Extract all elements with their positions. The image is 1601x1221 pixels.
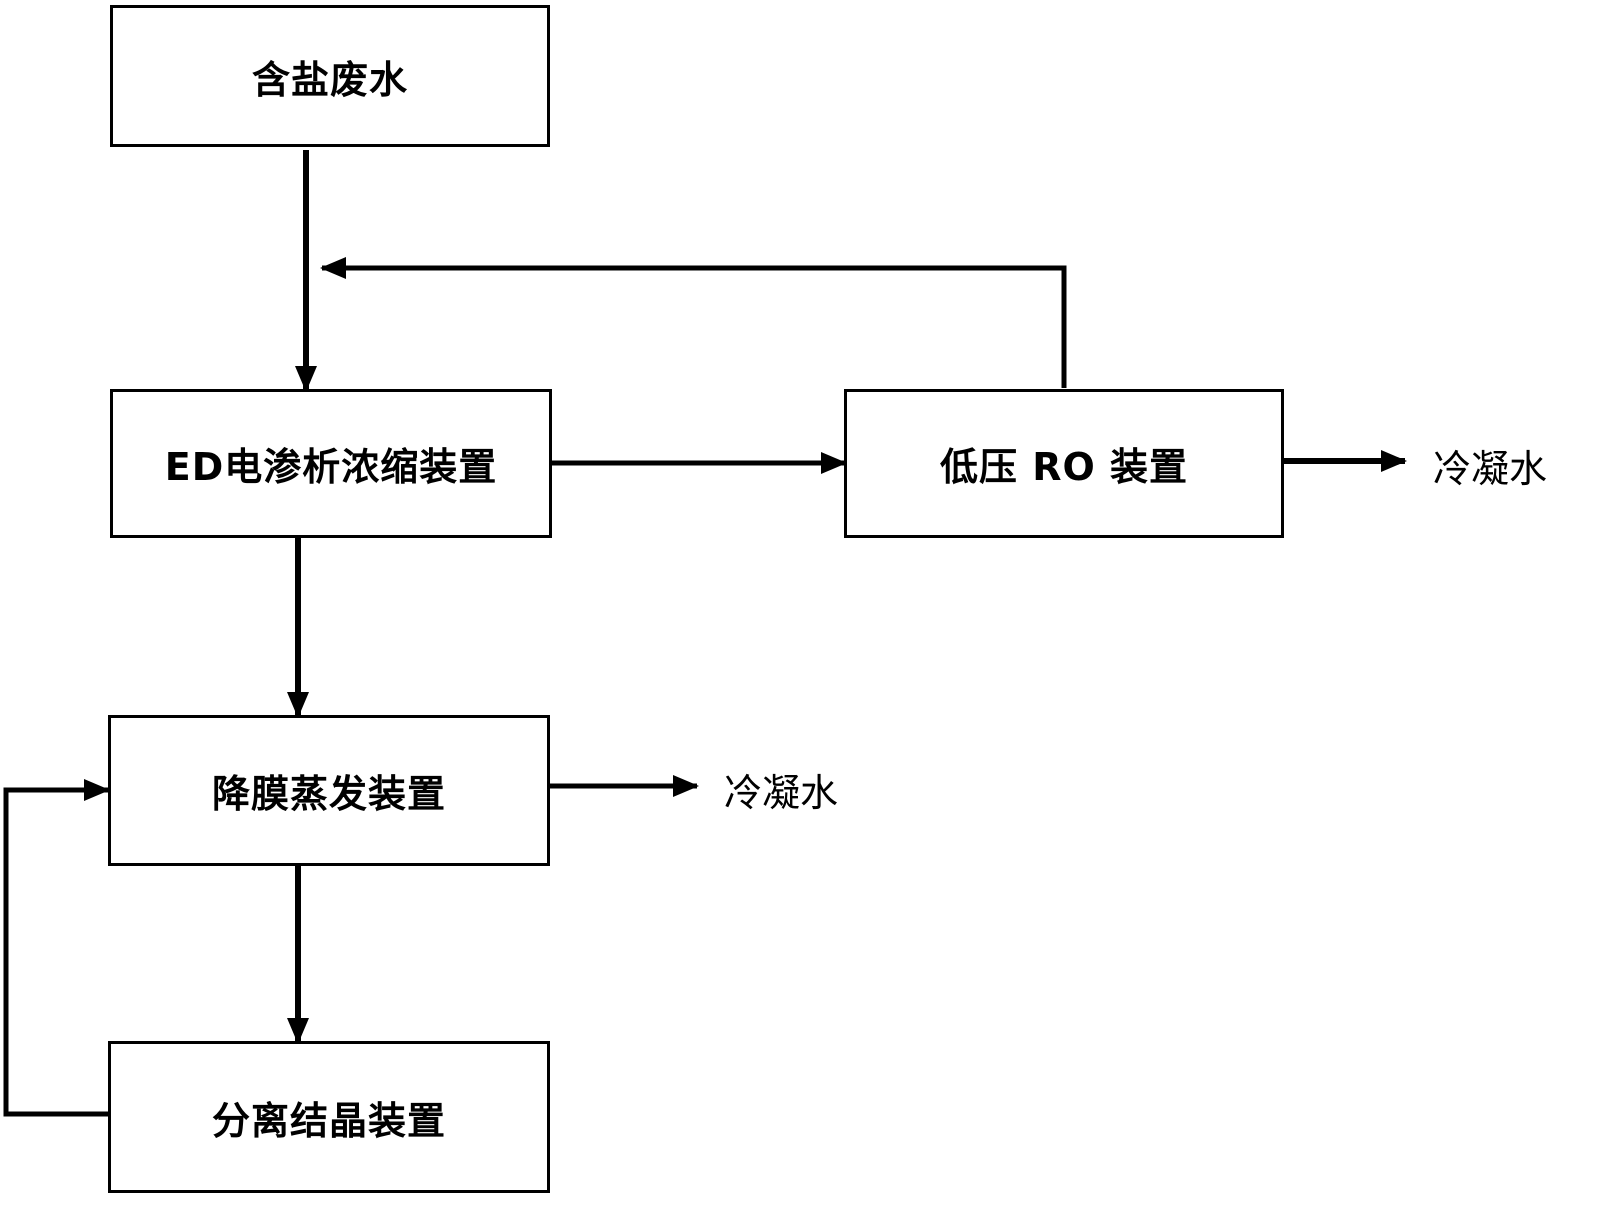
node-saline-wastewater: 含盐废水 bbox=[110, 5, 550, 147]
node-saline-wastewater-label: 含盐废水 bbox=[251, 57, 408, 102]
node-separation-crystallization-label: 分离结晶装置 bbox=[211, 1098, 446, 1143]
node-low-pressure-ro: 低压 RO 装置 bbox=[844, 389, 1284, 538]
node-falling-film-evaporator: 降膜蒸发装置 bbox=[108, 715, 550, 866]
output-evaporator-condensate-label: 冷凝水 bbox=[724, 771, 839, 815]
node-low-pressure-ro-label: 低压 RO 装置 bbox=[939, 445, 1189, 489]
node-ed-concentrator: ED电渗析浓缩装置 bbox=[110, 389, 552, 538]
node-falling-film-evaporator-label: 降膜蒸发装置 bbox=[211, 772, 446, 816]
arrow-crystallization-recycle-to-evaporator bbox=[3, 779, 110, 1117]
output-ro-condensate-label: 冷凝水 bbox=[1433, 447, 1548, 491]
node-ed-concentrator-label: ED电渗析浓缩装置 bbox=[164, 445, 498, 489]
arrow-ro-recycle-to-ed-inlet bbox=[320, 257, 1067, 388]
node-separation-crystallization: 分离结晶装置 bbox=[108, 1041, 550, 1193]
